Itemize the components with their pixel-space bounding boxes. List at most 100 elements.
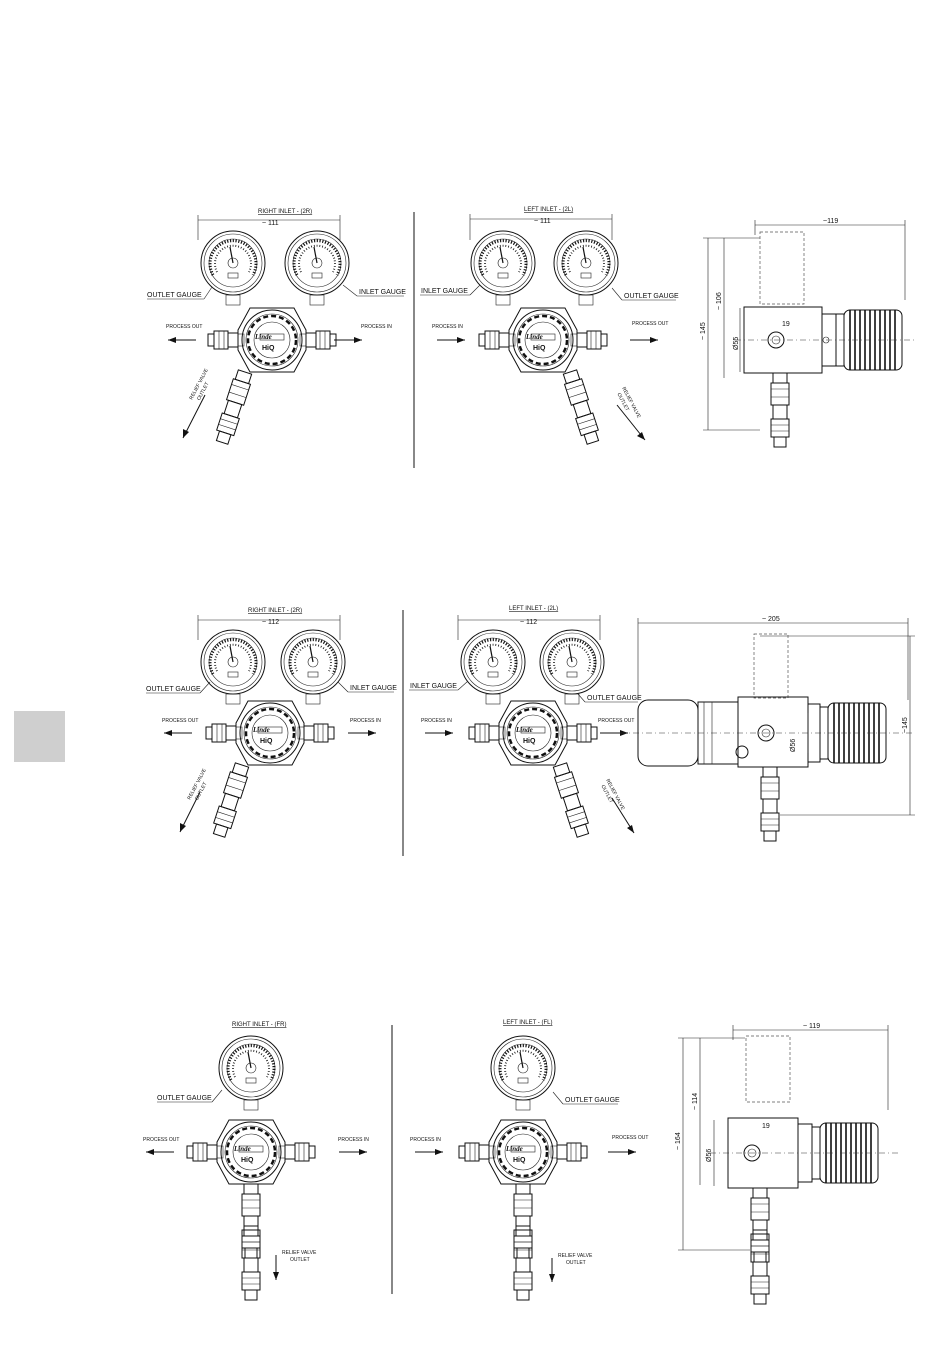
process-out-label: PROCESS OUT: [166, 324, 202, 330]
dimension-hex: 19: [782, 321, 790, 328]
brand-logo: Linde: [233, 1145, 251, 1153]
side-view: ~ 119 ~ 164 ~ 114 Ø56 19: [675, 1023, 900, 1305]
model-logo: HiQ: [241, 1157, 254, 1164]
view-title: RIGHT INLET - (FR): [232, 1022, 286, 1028]
gauge-phantom: [745, 1035, 791, 1103]
outlet-fitting: [556, 1142, 588, 1162]
relief-valve-fitting: [241, 1183, 261, 1259]
dimension-hex: 19: [762, 1123, 770, 1130]
inlet-fitting: [284, 1142, 316, 1162]
outlet-fitting: [205, 723, 237, 743]
side-relief-fitting: [750, 1187, 770, 1263]
process-in-label: PROCESS IN: [432, 324, 463, 330]
view-right-inlet-fr: RIGHT INLET - (FR) OUTLET GAUGE Linde Hi…: [143, 1022, 369, 1301]
process-out-arrow: [163, 729, 193, 737]
view-title: LEFT INLET - (FL): [503, 1020, 552, 1026]
regulator-body: [236, 306, 308, 374]
process-out-arrow: [607, 1148, 637, 1156]
relief-valve-fitting-lower: [241, 1225, 261, 1301]
brand-logo: Linde: [515, 726, 533, 734]
relief-valve-fitting: [210, 761, 252, 839]
process-in-arrow: [333, 336, 363, 344]
dimension-width: ~ 111: [262, 220, 279, 227]
regulator-body: [487, 1118, 559, 1186]
view-right-inlet-2r: RIGHT INLET - (2R) ~ 111 OUTLET GAUGE IN…: [147, 209, 406, 446]
process-out-arrow: [629, 336, 659, 344]
dimension-height: ~ 145: [700, 322, 707, 340]
relief-valve-fitting: [213, 368, 255, 446]
outlet-fitting: [566, 723, 598, 743]
section-3: RIGHT INLET - (FR) OUTLET GAUGE Linde Hi…: [143, 1020, 900, 1305]
inlet-gauge-label: INLET GAUGE: [410, 683, 457, 690]
inlet-fitting: [478, 330, 510, 350]
view-left-inlet-2l: LEFT INLET - (2L) ~ 112 INLET GAUGE OUTL…: [409, 606, 642, 839]
model-logo: HiQ: [513, 1157, 526, 1164]
view-left-inlet-fl: LEFT INLET - (FL) OUTLET GAUGE Linde HiQ…: [410, 1020, 648, 1301]
outlet-gauge-label: OUTLET GAUGE: [147, 292, 202, 299]
inlet-gauge: [459, 628, 527, 706]
inlet-gauge-label: INLET GAUGE: [350, 685, 397, 692]
regulator-body: [507, 306, 579, 374]
brand-logo: Linde: [505, 1145, 523, 1153]
side-body: [737, 696, 809, 768]
side-view: ~119 ~ 145 ~ 106 Ø55 19: [700, 218, 915, 448]
dimension-width: ~ 112: [520, 619, 537, 626]
outlet-gauge: [199, 628, 267, 706]
inlet-fitting: [305, 330, 337, 350]
process-in-arrow: [347, 729, 377, 737]
process-in-arrow: [424, 729, 454, 737]
process-out-arrow: [145, 1148, 175, 1156]
relief-valve-outlet-label: RELIEF VALVE: [282, 1250, 317, 1256]
side-view: ~ 205 ~145 Ø56: [620, 616, 915, 842]
process-in-label: PROCESS IN: [421, 718, 452, 724]
outlet-gauge-label: OUTLET GAUGE: [624, 293, 679, 300]
inlet-fitting: [468, 723, 500, 743]
section-tab-marker: [14, 711, 65, 762]
inlet-gauge: [469, 229, 537, 307]
dimension-width: ~ 119: [803, 1023, 820, 1030]
brand-logo: Linde: [525, 333, 543, 341]
model-logo: HiQ: [523, 738, 536, 745]
outlet-fitting: [207, 330, 239, 350]
brand-logo: Linde: [254, 333, 272, 341]
gauge-phantom: [759, 231, 805, 305]
inlet-gauge: [283, 229, 351, 307]
view-left-inlet-2l: LEFT INLET - (2L) ~ 111 INLET GAUGE OUTL…: [420, 207, 679, 446]
dimension-diameter: Ø56: [706, 1149, 713, 1162]
process-in-label: PROCESS IN: [410, 1137, 441, 1143]
outlet-gauge-label: OUTLET GAUGE: [587, 695, 642, 702]
relief-valve-fitting: [550, 761, 592, 839]
side-relief-fitting-lower: [750, 1229, 770, 1305]
process-in-arrow: [436, 336, 466, 344]
dimension-inner-height: ~ 114: [692, 1093, 699, 1110]
relief-outlet-label: OUTLET: [290, 1257, 310, 1263]
outlet-gauge-label: OUTLET GAUGE: [565, 1097, 620, 1104]
inlet-gauge-label: INLET GAUGE: [421, 288, 468, 295]
outlet-gauge-label: OUTLET GAUGE: [157, 1095, 212, 1102]
process-in-arrow: [414, 1148, 444, 1156]
process-in-arrow: [338, 1148, 368, 1156]
relief-valve-outlet-label: RELIEF VALVE: [558, 1253, 593, 1259]
section-1: RIGHT INLET - (2R) ~ 111 OUTLET GAUGE IN…: [147, 207, 915, 468]
dimension-width: ~ 111: [534, 218, 551, 225]
outlet-fitting: [576, 330, 608, 350]
dimension-diameter: Ø56: [790, 739, 797, 752]
relief-valve-fitting-lower: [513, 1225, 533, 1301]
view-title: LEFT INLET - (2L): [509, 606, 558, 612]
side-relief-fitting: [770, 372, 790, 448]
process-in-label: PROCESS IN: [361, 324, 392, 330]
view-title: RIGHT INLET - (2R): [258, 209, 312, 215]
outlet-gauge: [199, 229, 267, 307]
regulator-body: [234, 699, 306, 767]
dimension-diameter: Ø55: [733, 337, 740, 350]
dimension-width: ~119: [823, 218, 838, 225]
dimension-inner-height: ~ 106: [716, 292, 723, 310]
outlet-fitting: [186, 1142, 218, 1162]
process-out-label: PROCESS OUT: [143, 1137, 179, 1143]
process-out-label: PROCESS OUT: [162, 718, 198, 724]
model-logo: HiQ: [262, 345, 275, 352]
relief-valve-fitting: [560, 368, 602, 446]
regulator-body: [215, 1118, 287, 1186]
inlet-gauge: [279, 628, 347, 706]
